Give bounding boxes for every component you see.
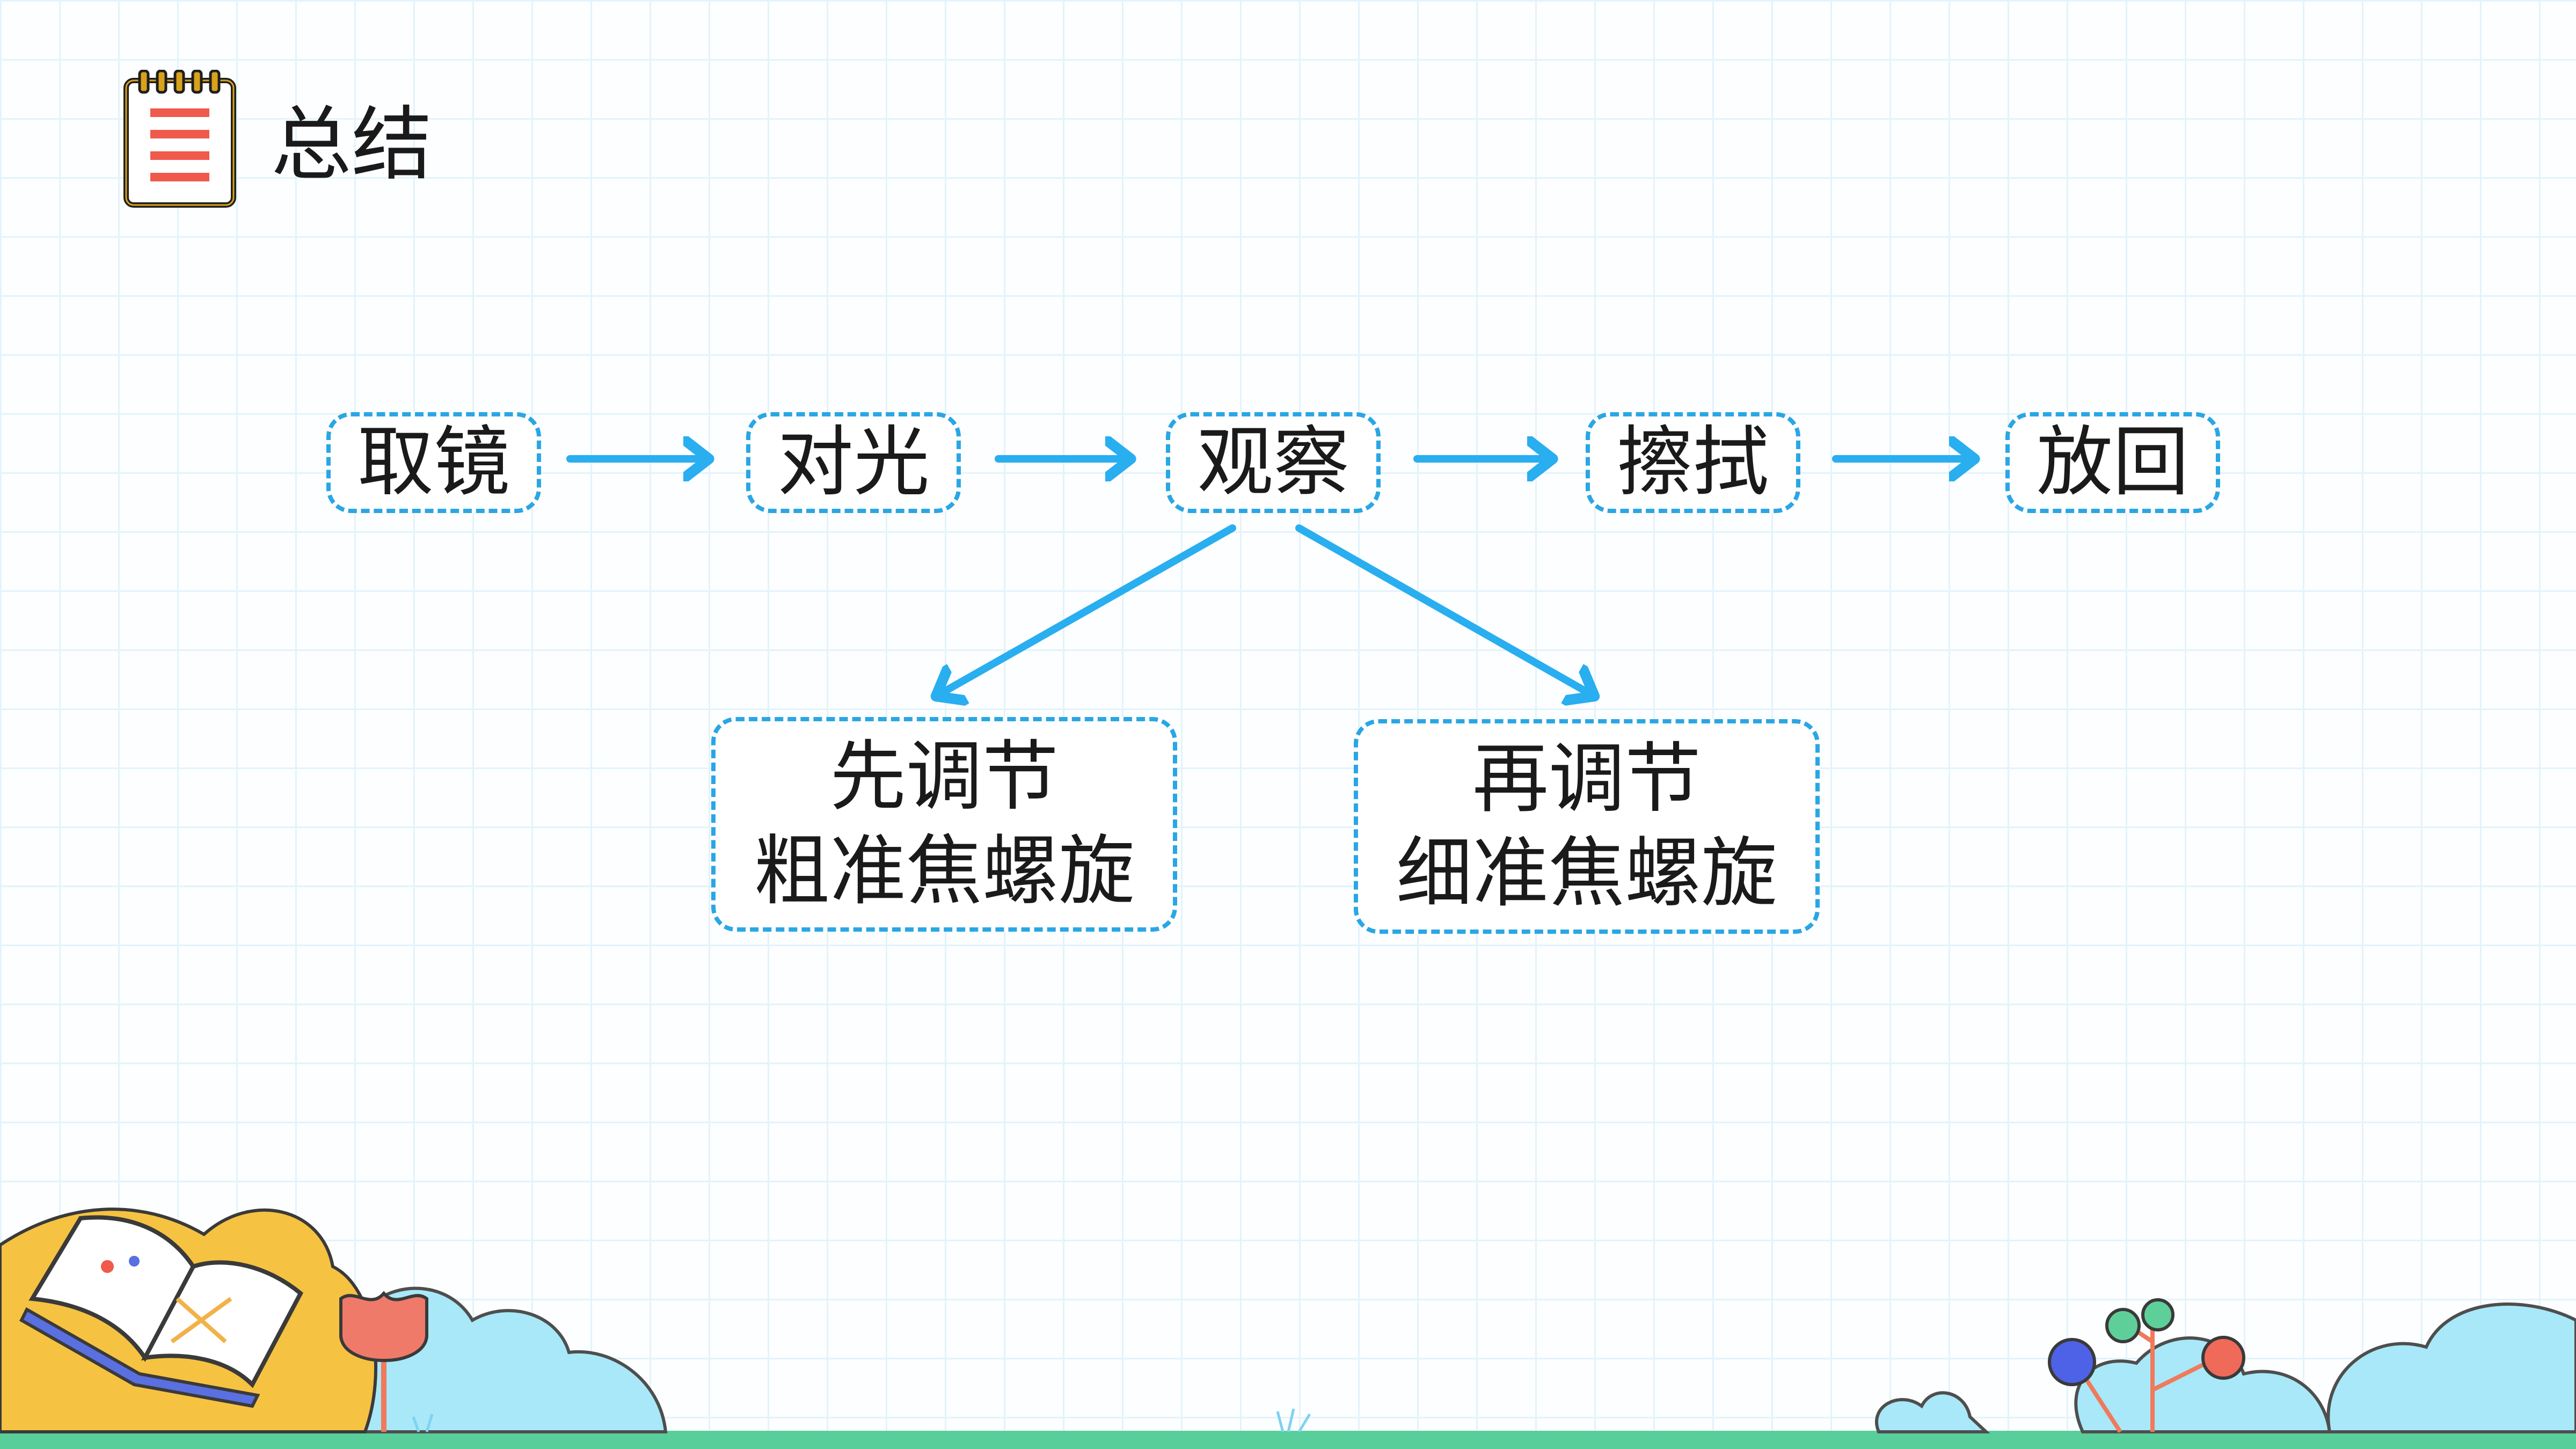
tulip-icon: [339, 1291, 428, 1432]
step-label: 擦拭: [1617, 418, 1769, 507]
arrow-observe-fine: [1295, 524, 1593, 696]
branch-line-1: 再调节: [1472, 735, 1701, 823]
grass-strip: [0, 1431, 2576, 1449]
branch-node-coarse-focus: 先调节 粗准焦螺旋: [711, 717, 1177, 932]
step-node-take-microscope: 取镜: [326, 412, 541, 513]
step-node-adjust-light: 对光: [746, 412, 961, 513]
open-book-icon: [19, 1215, 304, 1408]
step-node-put-back: 放回: [2005, 412, 2220, 513]
notepad-icon: [121, 69, 240, 209]
lollipop-tree-icon: [2048, 1298, 2245, 1433]
step-label: 观察: [1197, 418, 1349, 507]
branch-line-1: 先调节: [830, 733, 1059, 821]
step-node-wipe: 擦拭: [1586, 412, 1800, 513]
step-label: 取镜: [357, 418, 510, 507]
arrow-observe-coarse: [937, 524, 1236, 696]
branch-line-2: 粗准焦螺旋: [754, 827, 1135, 916]
step-node-observe: 观察: [1166, 412, 1381, 513]
step-label: 放回: [2037, 418, 2189, 507]
branch-node-fine-focus: 再调节 细准焦螺旋: [1354, 719, 1820, 934]
step-label: 对光: [777, 418, 930, 507]
branch-line-2: 细准焦螺旋: [1396, 829, 1777, 918]
page-title: 总结: [271, 98, 433, 192]
